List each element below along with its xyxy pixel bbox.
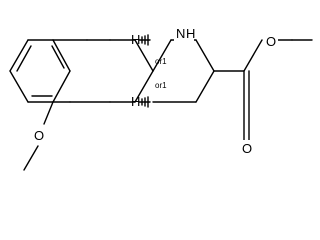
stereo-descriptor-bottom: or1 bbox=[155, 81, 167, 90]
piperidine-ring bbox=[152, 39, 215, 103]
svg-text:O: O bbox=[34, 128, 44, 143]
atom-label-nitrogen: N bbox=[174, 25, 194, 41]
atom-label-ester-oxygen-single: O bbox=[264, 32, 278, 50]
methoxy-group bbox=[23, 101, 54, 171]
svg-text:N: N bbox=[176, 26, 185, 41]
chemical-structure-diagram: N H H H O O O or1 or1 bbox=[9, 25, 313, 171]
methyl-ester-group bbox=[213, 39, 313, 141]
atom-label-nitrogen-hydrogen: H bbox=[186, 26, 195, 41]
svg-text:H: H bbox=[131, 94, 140, 109]
stereo-hash-bond-top bbox=[138, 34, 151, 46]
atom-label-ester-oxygen-double: O bbox=[240, 140, 254, 158]
benzene-ring bbox=[9, 39, 71, 103]
svg-text:O: O bbox=[242, 141, 252, 156]
atom-label-ether-oxygen-left: O bbox=[31, 126, 45, 144]
svg-text:H: H bbox=[131, 32, 140, 47]
svg-text:O: O bbox=[266, 34, 276, 49]
stereo-hash-bond-bottom bbox=[138, 96, 151, 108]
svg-text:H: H bbox=[186, 26, 195, 41]
middle-ring bbox=[52, 39, 154, 103]
stereo-descriptor-top: or1 bbox=[155, 57, 167, 66]
atom-label-stereo-h-bottom: H bbox=[131, 94, 140, 109]
atom-label-stereo-h-top: H bbox=[131, 32, 140, 47]
